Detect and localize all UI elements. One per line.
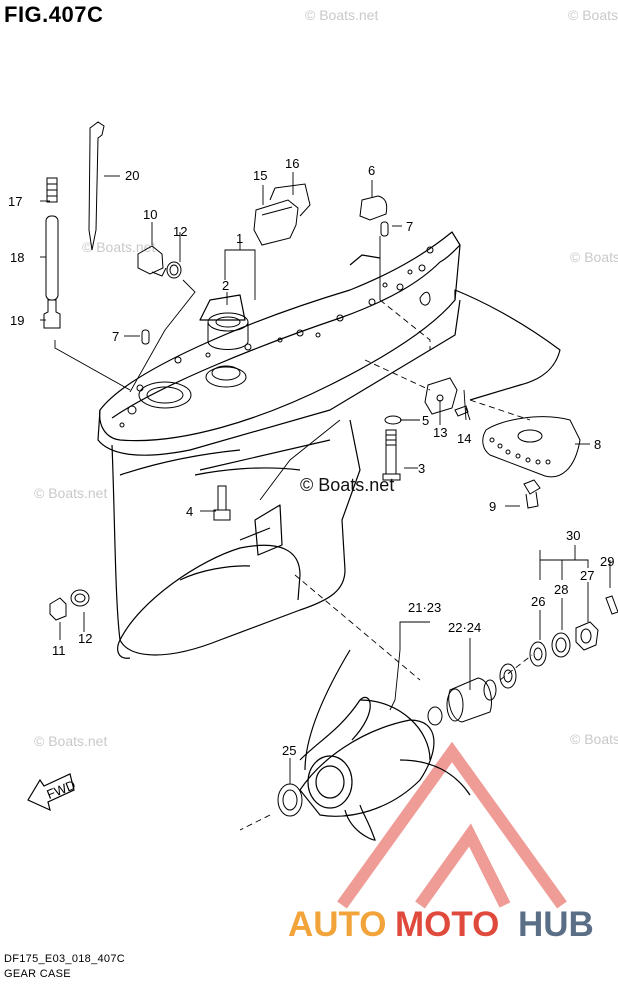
anode-part-13 bbox=[424, 377, 471, 421]
part-label-12b: 12 bbox=[78, 631, 92, 646]
watermark: © Boats.net bbox=[305, 7, 378, 23]
part-label-4: 4 bbox=[186, 504, 193, 519]
part-label-30: 30 bbox=[566, 528, 580, 543]
diagram-code: DF175_E03_018_407C bbox=[4, 953, 125, 965]
logo-moto: MOTO bbox=[395, 905, 499, 944]
nut-parts-26-29 bbox=[529, 595, 618, 667]
bolt-part-4 bbox=[213, 485, 231, 521]
part-label-1: 1 bbox=[236, 231, 243, 246]
fwd-label: FWD bbox=[44, 777, 77, 802]
plug-part-10 bbox=[137, 245, 182, 279]
watermark-layer: © Boats.net © Boats.net © Boats.net © Bo… bbox=[34, 7, 618, 749]
part-label-27: 27 bbox=[580, 568, 594, 583]
watermark: © Boats.net bbox=[82, 239, 155, 255]
part-label-12: 12 bbox=[173, 224, 187, 239]
part-label-14: 14 bbox=[457, 431, 471, 446]
part-label-3: 3 bbox=[418, 461, 425, 476]
logo-hub: HUB bbox=[518, 905, 594, 944]
part-label-21-23: 21·23 bbox=[408, 600, 441, 615]
part-label-5: 5 bbox=[422, 413, 429, 428]
part-label-7: 7 bbox=[112, 329, 119, 344]
trim-tab-part-8 bbox=[482, 416, 581, 509]
part-label-25: 25 bbox=[282, 743, 296, 758]
watermark-center: © Boats.net bbox=[300, 475, 394, 495]
deck-holes bbox=[119, 246, 434, 428]
fwd-arrow: FWD bbox=[27, 773, 78, 812]
watermark: © Boats.net bbox=[568, 7, 618, 23]
figure-title: FIG.407C bbox=[4, 2, 104, 27]
logo-triangle bbox=[337, 741, 567, 909]
part-label-10: 10 bbox=[143, 207, 157, 222]
part-number-labels: 20 17 18 19 10 12 7 1 2 15 16 6 7 5 13 1… bbox=[8, 156, 614, 758]
leader-lines bbox=[40, 172, 611, 831]
plug-part-11 bbox=[49, 589, 90, 621]
part-label-28: 28 bbox=[554, 582, 568, 597]
automotohub-logo: AUTO MOTO HUB bbox=[288, 905, 594, 944]
part-label-19: 19 bbox=[10, 313, 24, 328]
gear-case-housing bbox=[97, 231, 561, 659]
propeller bbox=[299, 649, 471, 841]
part-label-18: 18 bbox=[10, 250, 24, 265]
part-label-26: 26 bbox=[531, 594, 545, 609]
watermark: © Boats.net bbox=[570, 249, 618, 265]
part-label-20: 20 bbox=[125, 168, 139, 183]
rod-part-20 bbox=[88, 121, 105, 251]
watermark: © Boats.net bbox=[570, 731, 618, 747]
part-label-9: 9 bbox=[489, 499, 496, 514]
spacer-part-25 bbox=[277, 783, 303, 817]
part-label-29: 29 bbox=[600, 554, 614, 569]
part-label-8: 8 bbox=[594, 437, 601, 452]
part-label-2: 2 bbox=[222, 278, 229, 293]
part-label-13: 13 bbox=[433, 425, 447, 440]
watermark: © Boats.net bbox=[34, 485, 107, 501]
watermark: © Boats.net bbox=[34, 733, 107, 749]
pins-part-7 bbox=[141, 221, 389, 345]
logo-auto: AUTO bbox=[288, 905, 387, 944]
part-label-22-24: 22·24 bbox=[448, 620, 481, 635]
part-label-15: 15 bbox=[253, 168, 267, 183]
stud-part-3 bbox=[382, 415, 402, 481]
part-label-17: 17 bbox=[8, 194, 22, 209]
part-label-7b: 7 bbox=[406, 219, 413, 234]
part-label-11: 11 bbox=[52, 643, 66, 658]
tube-parts-17-19 bbox=[43, 177, 61, 329]
bush-parts-21-24 bbox=[427, 663, 517, 726]
part-label-6: 6 bbox=[368, 163, 375, 178]
diagram-name: GEAR CASE bbox=[4, 968, 71, 980]
rubbers-part-15-16-6 bbox=[253, 183, 388, 246]
bushing-part-2 bbox=[207, 312, 249, 350]
part-label-16: 16 bbox=[285, 156, 299, 171]
